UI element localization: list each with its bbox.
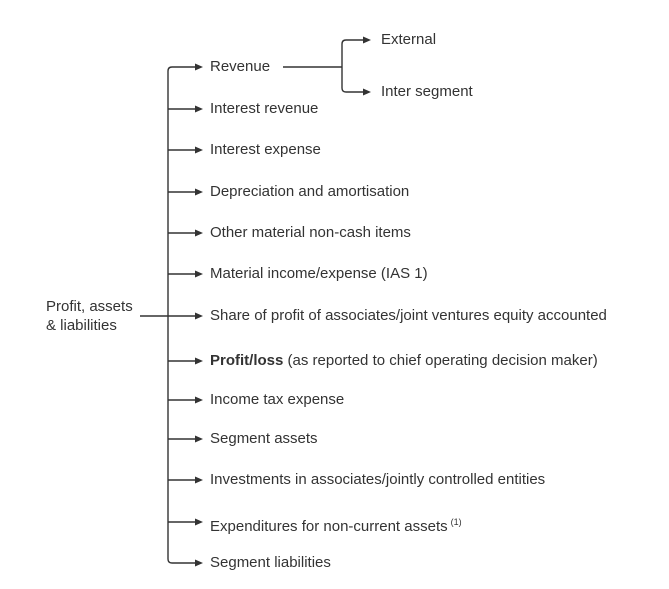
profit-loss-bold-text: Profit/loss — [210, 352, 284, 369]
tree-spine — [167, 66, 173, 564]
node-label-profit-loss: Profit/loss (as reported to chief operat… — [210, 351, 598, 371]
node-label-inter-segment: Inter segment — [381, 83, 473, 100]
node-label-depreciation: Depreciation and amortisation — [210, 183, 410, 200]
node-label-external: External — [381, 31, 437, 48]
node-label-expenditures: Expenditures for non-current assets(1) — [210, 512, 462, 535]
node-label-segment-liabilities: Segment liabilities — [210, 554, 331, 571]
node-label-interest-revenue: Interest revenue — [210, 100, 319, 117]
node-label-revenue: Revenue — [210, 58, 271, 75]
expenditures-text: Expenditures for non-current assets — [210, 518, 448, 535]
node-label-non-cash-items: Other material non-cash items — [210, 224, 411, 241]
node-label-segment-assets: Segment assets — [210, 430, 318, 447]
node-label-interest-expense: Interest expense — [210, 141, 321, 158]
node-label-share-of-profit: Share of profit of associates/joint vent… — [210, 307, 607, 324]
profit-loss-note-text: (as reported to chief operating decision… — [283, 352, 598, 369]
branch-line-inter-segment — [341, 67, 371, 96]
node-label-investments: Investments in associates/jointly contro… — [210, 471, 546, 488]
root-node-label: Profit, assets & liabilities — [46, 298, 133, 334]
footnote-marker: (1) — [450, 517, 462, 527]
branch-line-external — [341, 36, 371, 67]
node-label-material-income: Material income/expense (IAS 1) — [210, 265, 428, 282]
node-label-income-tax: Income tax expense — [210, 391, 345, 408]
